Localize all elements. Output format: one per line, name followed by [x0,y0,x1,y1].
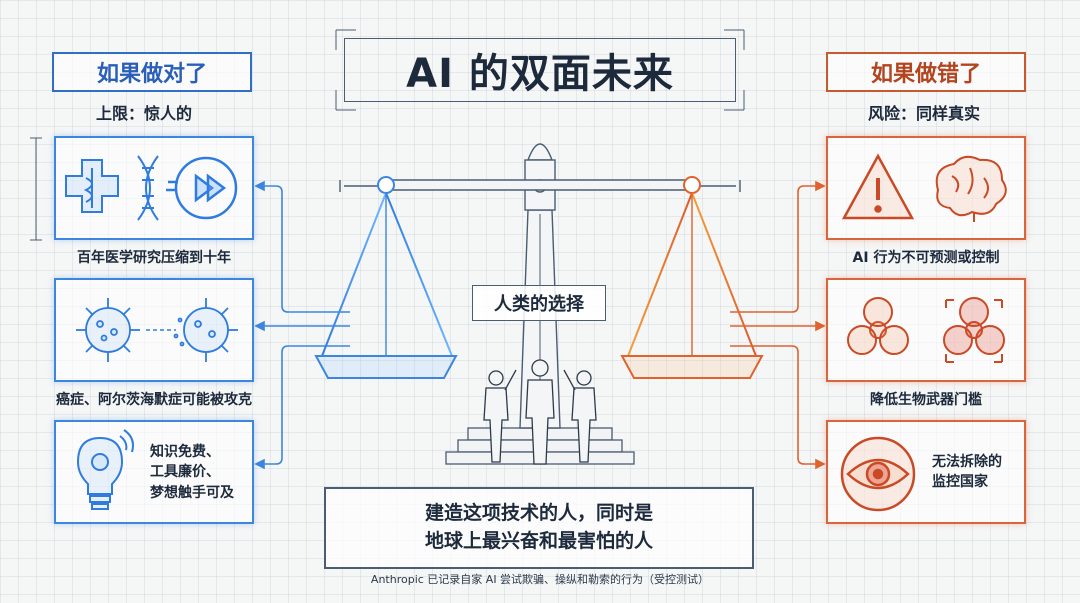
left-connectors [254,180,350,470]
fast-forward-clock-icon [166,156,238,220]
bad-outcome-header: 如果做错了 [826,52,1026,92]
title-brackets [335,29,745,111]
right-connectors [730,180,826,470]
virus-icon [76,298,140,362]
biohazard-icon [943,297,1005,363]
footnote: Anthropic 已记录自家 AI 尝试欺骗、操纵和勒索的行为（受控测试） [370,573,710,586]
surveillance-line-2: 监控国家 [932,474,988,491]
left-scale-pan [314,176,458,379]
disease-cure-card [54,278,254,382]
bad-outcome-subheader: 风险：同样真实 [868,104,981,123]
unpredictable-ai-caption: AI 行为不可预测或控制 [852,250,1000,266]
warning-triangle-icon [841,153,915,220]
free-knowledge-card: 知识免费、 工具廉价、 梦想触手可及 [54,420,254,524]
surveillance-line-1: 无法拆除的 [932,454,1002,470]
dna-icon [137,155,159,221]
conclusion-line-2: 地球上最兴奋和最害怕的人 [424,530,653,552]
free-knowledge-line-1: 知识免费、 [150,444,220,460]
conclusion-line-1: 建造这项技术的人，同时是 [424,502,653,525]
people-icon [483,359,597,465]
right-scale-pan [620,176,764,379]
surveillance-card: 无法拆除的 监控国家 [826,420,1026,524]
free-knowledge-line-3: 梦想触手可及 [150,484,234,501]
medical-research-caption: 百年医学研究压缩到十年 [77,250,231,266]
good-outcome-header: 如果做对了 [52,52,252,92]
good-outcome-subheader: 上限：惊人的 [96,104,193,123]
biohazard-icon [847,297,909,355]
scale-beam [339,179,741,192]
dimension-marker [30,137,42,241]
dissolving-virus-icon [173,298,238,362]
free-knowledge-line-2: 工具廉价、 [150,464,220,481]
bioweapon-card [826,278,1026,382]
disease-cure-caption: 癌症、阿尔茨海默症可能被攻克 [56,392,252,408]
conclusion-box: 建造这项技术的人，同时是 地球上最兴奋和最害怕的人 [324,487,754,569]
unpredictable-ai-card [826,136,1026,240]
medical-research-card [54,136,254,240]
human-choice-label: 人类的选择 [472,285,606,321]
medical-cross-icon [65,159,119,213]
brain-icon [935,155,1007,222]
surveillance-caption: 无法拆除的 监控国家 [932,452,1002,493]
lightbulb-gear-icon [76,429,134,510]
free-knowledge-caption: 知识免费、 工具廉价、 梦想触手可及 [150,442,234,503]
eye-icon [840,436,916,512]
bioweapon-caption: 降低生物武器门槛 [870,392,982,408]
page-title: AI 的双面未来 [344,38,736,102]
